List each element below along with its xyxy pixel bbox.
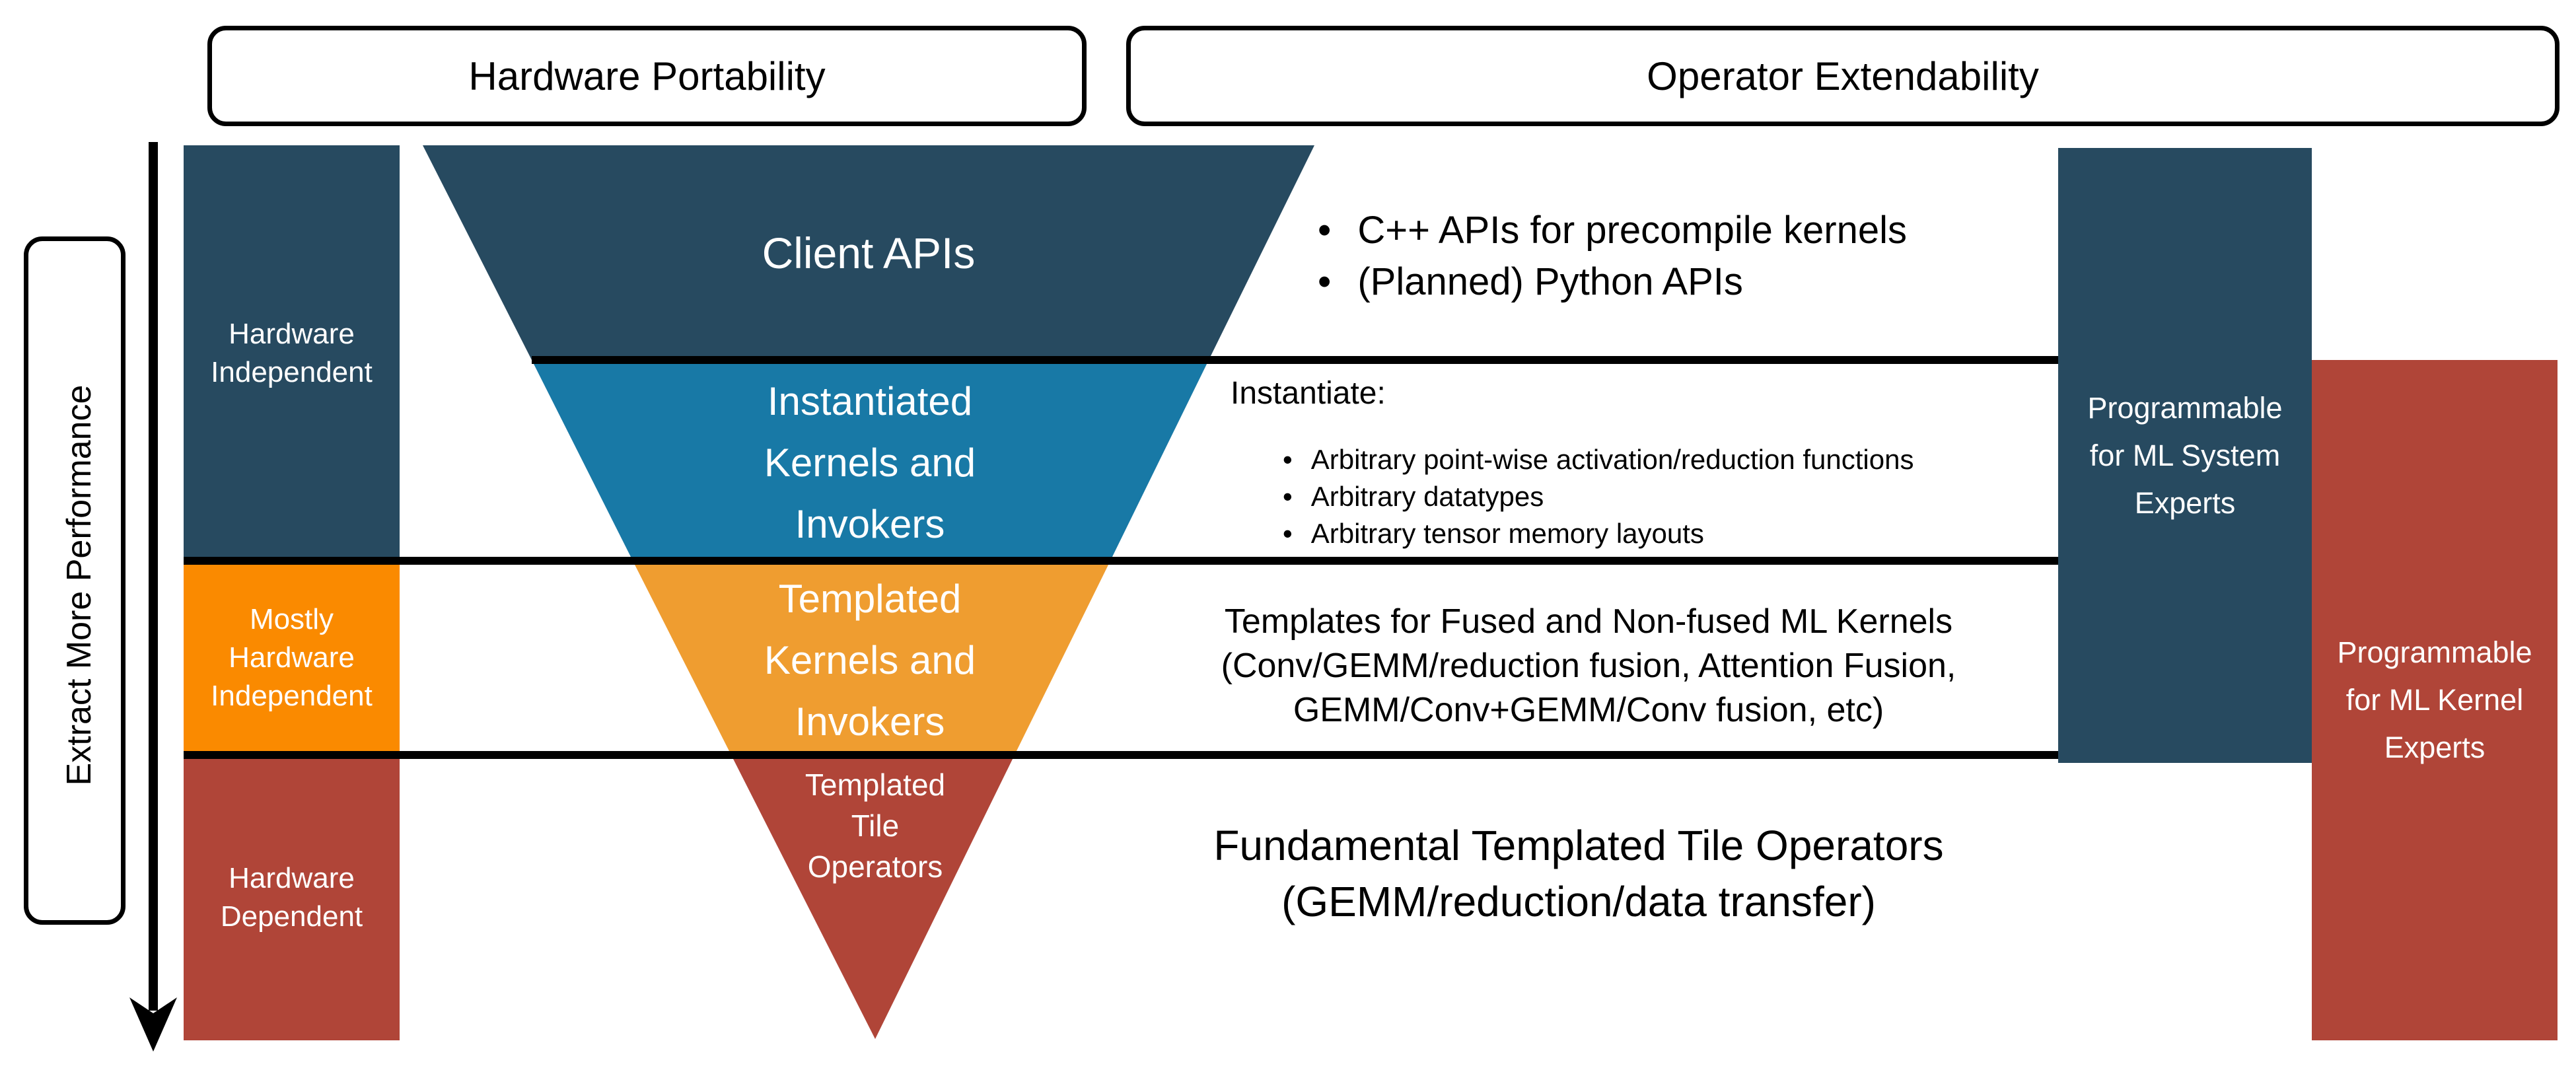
list-item-text: (Planned) Python APIs — [1357, 260, 1743, 303]
header-hardware-portability: Hardware Portability — [207, 26, 1087, 126]
funnel-layer-templated — [633, 561, 1110, 755]
templates-annotation-line: Templates for Fused and Non-fused ML Ker… — [1224, 602, 1953, 641]
separator-line-1 — [532, 356, 2058, 364]
list-item: • Arbitrary datatypes — [1283, 478, 2062, 515]
right-box-line: Programmable — [2337, 635, 2532, 669]
right-box-line: for ML System — [2089, 438, 2281, 472]
right-box-line: Experts — [2134, 485, 2236, 520]
funnel-layer-instantiated — [532, 360, 1209, 561]
left-box-line: Hardware — [229, 862, 355, 894]
fundamental-annotation-line: Fundamental Templated Tile Operators — [1213, 822, 1944, 869]
right-box-ml-system-experts: Programmable for ML System Experts — [2058, 148, 2312, 763]
funnel-label-instantiated: Instantiated Kernels and Invokers — [540, 364, 1200, 561]
funnel-label-line: Templated — [778, 576, 962, 621]
templates-annotation-line: GEMM/Conv+GEMM/Conv fusion, etc) — [1293, 691, 1884, 729]
fundamental-annotation-line: (GEMM/reduction/data transfer) — [1281, 878, 1876, 925]
bullet-icon: • — [1283, 444, 1293, 475]
left-box-line: Hardware — [229, 641, 355, 674]
performance-axis-label: Extract More Performance — [60, 384, 98, 786]
list-item: • Arbitrary point-wise activation/reduct… — [1283, 441, 2062, 478]
right-box-line: Programmable — [2087, 390, 2283, 425]
funnel-label-line: Invokers — [795, 501, 945, 546]
header-hardware-portability-label: Hardware Portability — [468, 54, 826, 98]
funnel-label-line: Tile — [851, 808, 900, 843]
funnel-label-line: Invokers — [795, 699, 945, 744]
client-api-bullet-list: • C++ APIs for precompile kernels • (Pla… — [1318, 205, 2077, 308]
right-box-ml-kernel-experts: Programmable for ML Kernel Experts — [2312, 360, 2558, 1040]
templates-annotation-line: (Conv/GEMM/reduction fusion, Attention F… — [1221, 647, 1956, 685]
separator-line-2 — [184, 557, 2058, 565]
left-box-hardware-dependent: Hardware Dependent — [184, 755, 400, 1040]
bullet-icon: • — [1318, 260, 1332, 303]
funnel-label-line: Operators — [807, 849, 943, 884]
left-box-line: Mostly — [249, 603, 334, 635]
fundamental-annotation: Fundamental Templated Tile Operators (GE… — [1123, 818, 2034, 930]
list-item: • (Planned) Python APIs — [1318, 256, 2077, 308]
funnel-label-line: Client APIs — [762, 228, 976, 277]
funnel-label-line: Templated — [805, 768, 946, 802]
bullet-icon: • — [1283, 481, 1293, 512]
performance-arrow-head-icon — [129, 997, 177, 1052]
left-box-line: Independent — [211, 680, 373, 712]
left-box-line: Independent — [211, 355, 373, 388]
left-box-line: Hardware — [229, 317, 355, 350]
instantiate-heading: Instantiate: — [1231, 376, 1386, 411]
header-operator-extendability-label: Operator Extendability — [1647, 54, 2039, 98]
funnel-label-line: Kernels and — [764, 440, 976, 485]
funnel-label-line: Instantiated — [767, 378, 973, 423]
separator-line-3 — [184, 751, 2058, 759]
left-box-line: Dependent — [220, 900, 363, 933]
header-operator-extendability: Operator Extendability — [1126, 26, 2559, 126]
right-box-line: for ML Kernel — [2345, 683, 2524, 717]
right-box-line: Experts — [2384, 731, 2486, 764]
instantiate-bullet-list: • Arbitrary point-wise activation/reduct… — [1283, 441, 2062, 552]
bullet-icon: • — [1283, 518, 1293, 549]
list-item-text: Arbitrary tensor memory layouts — [1310, 518, 1704, 549]
left-box-mostly-hardware-independent: Mostly Hardware Independent — [184, 561, 400, 755]
left-box-hardware-independent: Hardware Independent — [184, 145, 400, 561]
bullet-icon: • — [1318, 209, 1332, 252]
funnel-label-line: Kernels and — [764, 637, 976, 682]
funnel-layer-client-apis — [423, 145, 1314, 360]
list-item-text: C++ APIs for precompile kernels — [1357, 209, 1908, 252]
funnel-label-tile-operators: Templated Tile Operators — [710, 759, 1040, 884]
list-item: • C++ APIs for precompile kernels — [1318, 205, 2077, 256]
funnel-label-client-apis: Client APIs — [462, 145, 1275, 360]
templates-annotation: Templates for Fused and Non-fused ML Ker… — [1136, 600, 2041, 733]
funnel-label-templated: Templated Kernels and Invokers — [540, 565, 1200, 755]
performance-axis-box: Extract More Performance — [24, 236, 125, 925]
list-item: • Arbitrary tensor memory layouts — [1283, 515, 2062, 552]
list-item-text: Arbitrary datatypes — [1310, 481, 1544, 512]
list-item-text: Arbitrary point-wise activation/reductio… — [1310, 444, 1914, 475]
performance-arrow-shaft — [149, 142, 158, 1011]
funnel-layer-tile-operators — [731, 755, 1015, 1039]
